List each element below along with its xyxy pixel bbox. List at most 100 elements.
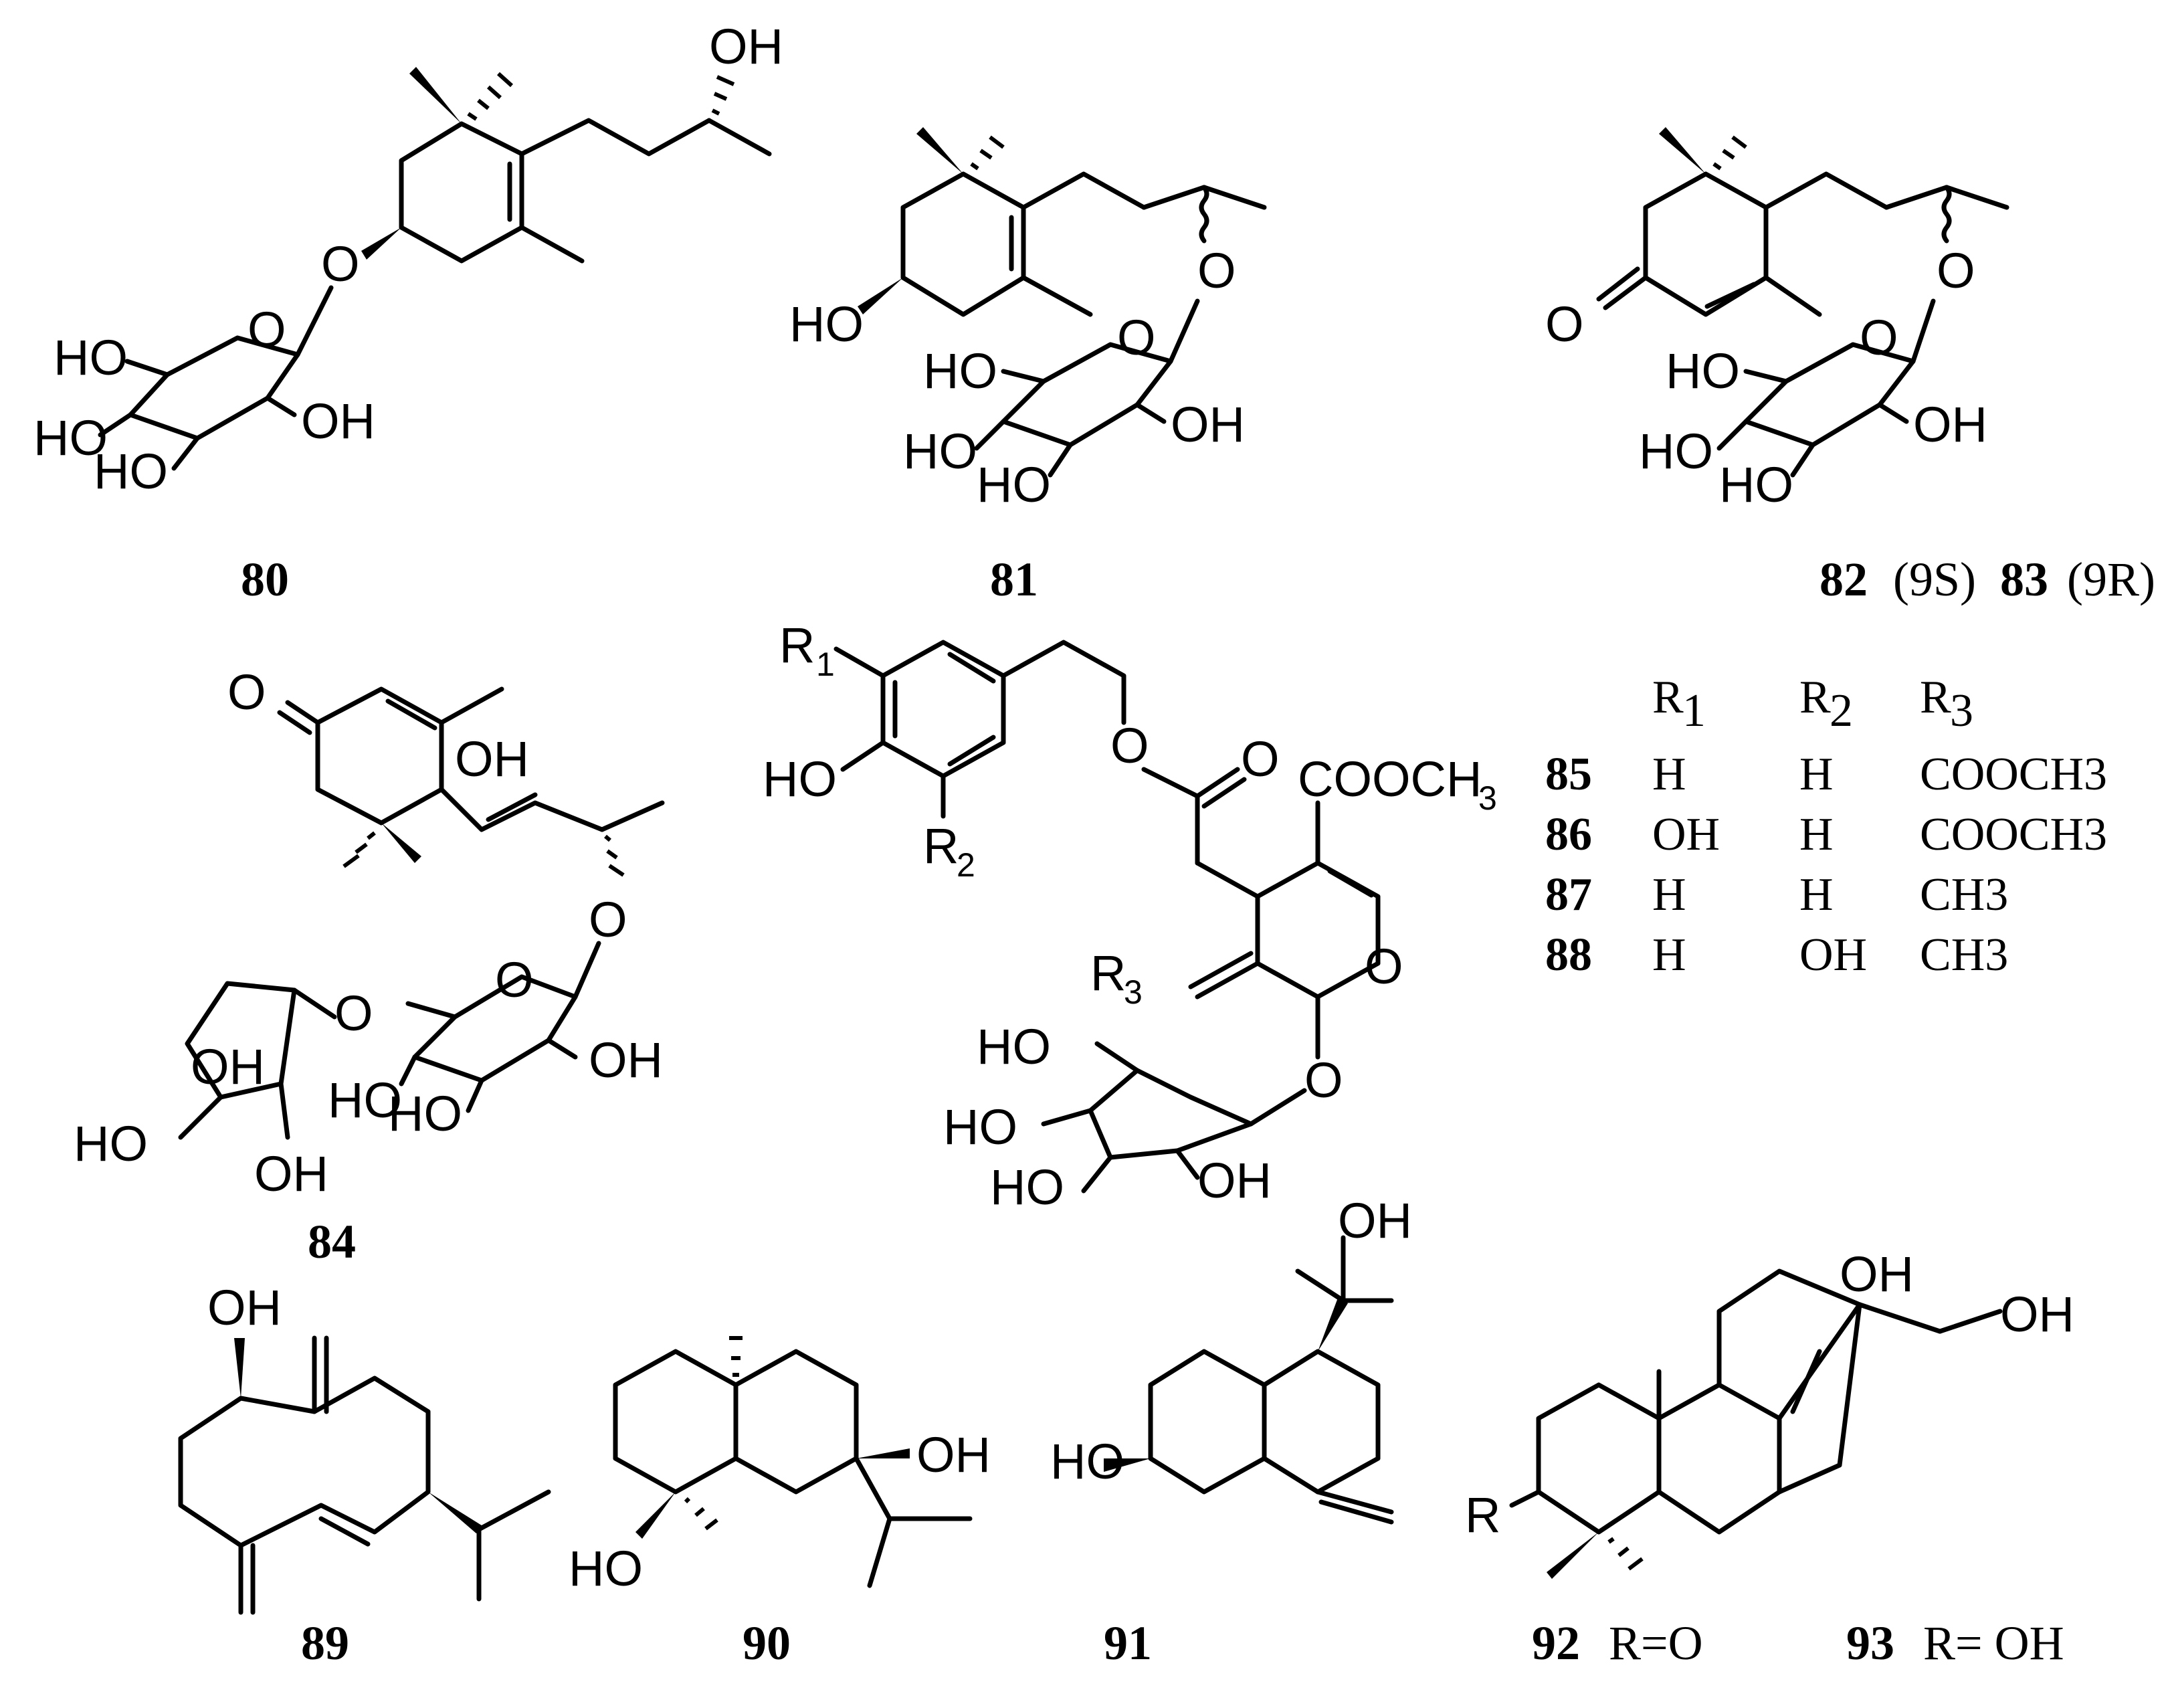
atom-label: HO (328, 1072, 402, 1128)
table-row-85-r2: H (1799, 749, 1834, 800)
atom-label: OH (1197, 1153, 1272, 1208)
atom-label-sub: 2 (957, 846, 975, 884)
table-row-87-r2: H (1799, 869, 1834, 921)
compound-note-82: (9S) (1893, 553, 1976, 606)
compound-number-80: 80 (241, 553, 289, 606)
atom-label: OH (207, 1280, 282, 1335)
atom-label: HO (1050, 1434, 1124, 1489)
table-row-88-compound: 88 (1545, 929, 1592, 981)
compound-note-92: R=O (1609, 1616, 1703, 1670)
table-row-85-r3: COOCH3 (1920, 749, 2107, 800)
compound-number-81: 81 (990, 553, 1038, 606)
atom-label: O (495, 952, 534, 1008)
atom-label-sub: 3 (1478, 779, 1497, 817)
compound-number-92: 92 (1532, 1616, 1580, 1670)
structure-85-88: R 1 HO R 2 O O O COOCH 3 R 3 O HO HO (763, 618, 1497, 1215)
table-header-r3: R (1920, 672, 1951, 723)
atom-label: HO (990, 1159, 1064, 1215)
compound-note-83: (9R) (2067, 553, 2155, 606)
structure-92-93: OH OH R 92 R=O 93 R= OH (1465, 1246, 2074, 1670)
table-row-86-r2: H (1799, 809, 1834, 860)
compound-number-82: 82 (1819, 553, 1868, 606)
atom-label-sub: 1 (816, 646, 835, 683)
compound-number-84: 84 (308, 1215, 356, 1268)
structure-91: OH HO 91 (1050, 1193, 1412, 1670)
table-row-86-r1: OH (1652, 809, 1720, 860)
table-row-88-r3: CH3 (1920, 929, 2008, 981)
atom-label: O (1117, 310, 1156, 365)
atom-label: OH (1171, 397, 1245, 452)
atom-label: OH (1840, 1246, 1914, 1302)
atom-label: R (923, 818, 959, 874)
atom-label: R (779, 618, 815, 673)
table-row-88-r2: OH (1799, 929, 1867, 981)
atom-label: HO (923, 343, 997, 399)
table-row-88-r1: H (1652, 929, 1686, 981)
structure-80: OH O O HO HO HO OH 80 (33, 19, 783, 606)
atom-label: O (1197, 243, 1236, 298)
structure-84: O OH O O O OH HO OH HO HO OH 84 (74, 664, 665, 1268)
atom-label: OH (301, 393, 375, 449)
atom-label: OH (2000, 1287, 2074, 1342)
atom-label: OH (589, 1032, 663, 1088)
atom-label: HO (1719, 457, 1793, 512)
structure-82-83: O O O HO HO HO OH 82 (9S) 83 (9R) (1545, 127, 2155, 606)
atom-label: O (1241, 731, 1280, 787)
atom-label: O (227, 664, 266, 720)
atom-label: O (334, 985, 373, 1041)
table-header-r2-sub: 2 (1830, 685, 1853, 737)
compound-number-90: 90 (743, 1616, 791, 1670)
atom-label: O (1365, 939, 1403, 994)
compound-number-93: 93 (1846, 1616, 1894, 1670)
table-row-86-compound: 86 (1545, 809, 1592, 860)
substituent-table: R 1 R 2 R 3 85 H H COOCH3 86 OH H COOCH3… (1545, 672, 2107, 981)
atom-label: HO (763, 751, 837, 807)
structure-89: OH 89 (178, 1280, 551, 1670)
table-row-87-compound: 87 (1545, 869, 1592, 921)
structure-90: OH HO 90 (569, 1336, 991, 1670)
atom-label: COOCH (1298, 751, 1482, 807)
atom-label: HO (94, 444, 168, 499)
table-row-85-compound: 85 (1545, 749, 1592, 800)
atom-label-sub: 3 (1124, 973, 1143, 1011)
compound-note-93: R= OH (1923, 1616, 2064, 1670)
atom-label: HO (903, 423, 977, 479)
compound-number-89: 89 (301, 1616, 349, 1670)
atom-label: O (1937, 243, 1975, 298)
atom-label: O (1110, 718, 1149, 773)
atom-label: HO (388, 1086, 462, 1141)
atom-label: OH (709, 19, 783, 74)
atom-label: HO (33, 410, 108, 466)
atom-label: HO (569, 1541, 643, 1596)
atom-label: HO (1666, 343, 1740, 399)
atom-label: HO (977, 1019, 1051, 1074)
atom-label: OH (455, 731, 529, 787)
atom-label: HO (789, 296, 864, 352)
compound-number-83: 83 (2000, 553, 2048, 606)
atom-label: O (321, 236, 360, 292)
structure-81: O HO O HO HO HO OH 81 (789, 127, 1267, 606)
atom-label: O (1304, 1052, 1343, 1108)
atom-label: OH (1913, 397, 1987, 452)
table-header-r3-sub: 3 (1950, 685, 1973, 737)
table-header-r1: R (1652, 672, 1684, 723)
atom-label: O (1860, 310, 1898, 365)
atom-label: OH (916, 1427, 991, 1483)
table-row-87-r3: CH3 (1920, 869, 2008, 921)
atom-label: HO (1639, 423, 1713, 479)
atom-label: HO (977, 457, 1051, 512)
atom-label: R (1465, 1487, 1500, 1543)
atom-label: OH (254, 1146, 328, 1202)
table-header-r1-sub: 1 (1682, 685, 1706, 737)
atom-label: OH (191, 1039, 265, 1095)
table-row-86-r3: COOCH3 (1920, 809, 2107, 860)
compound-number-91: 91 (1104, 1616, 1152, 1670)
table-row-85-r1: H (1652, 749, 1686, 800)
atom-label: O (589, 892, 627, 947)
atom-label: R (1090, 945, 1126, 1001)
table-row-87-r1: H (1652, 869, 1686, 921)
atom-label: HO (943, 1099, 1017, 1155)
atom-label: O (1545, 296, 1584, 352)
table-header-r2: R (1799, 672, 1831, 723)
